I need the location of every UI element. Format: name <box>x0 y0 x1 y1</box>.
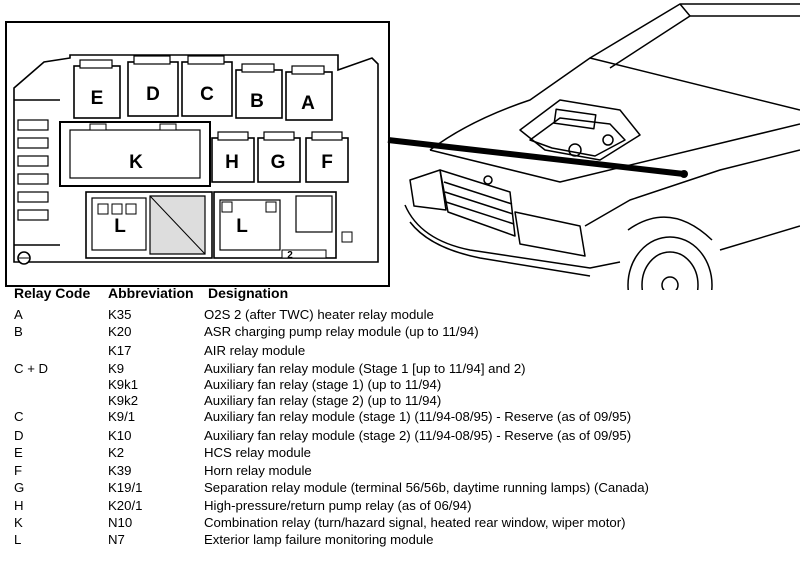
designation: Separation relay module (terminal 56/56b… <box>204 480 649 495</box>
car-illustration <box>404 3 800 290</box>
relay-code: C <box>14 409 24 424</box>
relay-code: D <box>14 428 24 443</box>
designation: ASR charging pump relay module (up to 11… <box>204 324 479 339</box>
legend-row: D K10 Auxiliary fan relay module (stage … <box>0 427 800 444</box>
abbreviation: K9k1 <box>108 377 139 392</box>
abbreviation: K9 <box>108 361 125 376</box>
designation: Auxiliary fan relay (stage 1) (up to 11/… <box>204 377 442 392</box>
header-abbreviation: Abbreviation <box>108 285 194 301</box>
relay-A <box>285 65 333 121</box>
legend-row: C K9/1 Auxiliary fan relay module (stage… <box>0 408 800 425</box>
relay-box <box>13 54 379 263</box>
relay-E <box>73 59 121 119</box>
label-L-left: L <box>114 216 126 237</box>
legend-row: C + D K9 Auxiliary fan relay module (Sta… <box>0 360 800 377</box>
relay-L-left <box>85 191 213 259</box>
relay-L-right <box>213 191 337 259</box>
designation: Auxiliary fan relay module (stage 2) (11… <box>204 428 632 443</box>
relay-K <box>59 121 211 187</box>
abbreviation: K2 <box>108 445 125 460</box>
header-relay-code: Relay Code <box>14 285 91 301</box>
abbreviation: K39 <box>108 463 132 478</box>
relay-D <box>127 55 179 117</box>
abbreviation: N7 <box>108 532 125 547</box>
label-L-right: L <box>236 216 248 237</box>
abbreviation: K10 <box>108 428 132 443</box>
abbreviation: K20/1 <box>108 498 143 513</box>
legend-row: K9k2 Auxiliary fan relay (stage 2) (up t… <box>0 392 800 409</box>
designation: AIR relay module <box>204 343 306 358</box>
relay-G <box>257 131 301 183</box>
designation: O2S 2 (after TWC) heater relay module <box>204 307 434 322</box>
relay-code: E <box>14 445 23 460</box>
abbreviation: K20 <box>108 324 132 339</box>
legend-row: H K20/1 High-pressure/return pump relay … <box>0 497 800 514</box>
legend-row: G K19/1 Separation relay module (termina… <box>0 479 800 496</box>
legend-row: K N10 Combination relay (turn/hazard sig… <box>0 514 800 531</box>
relay-code: H <box>14 498 24 513</box>
label-K: K <box>129 152 143 173</box>
label-2: 2 <box>287 250 293 261</box>
pointer-line <box>387 137 685 177</box>
label-C: C <box>200 84 214 105</box>
label-H: H <box>225 152 239 173</box>
relay-code: F <box>14 463 23 478</box>
fuse-marker <box>341 231 353 243</box>
label-G: G <box>271 152 286 173</box>
label-D: D <box>146 84 160 105</box>
abbreviation: K9k2 <box>108 393 139 408</box>
designation: High-pressure/return pump relay (as of 0… <box>204 498 472 513</box>
legend-row: F K39 Horn relay module <box>0 462 800 479</box>
designation: Auxiliary fan relay (stage 2) (up to 11/… <box>204 393 442 408</box>
label-A: A <box>301 93 315 114</box>
abbreviation: K17 <box>108 343 132 358</box>
relay-B <box>235 63 283 119</box>
relay-C <box>181 55 233 117</box>
designation: Exterior lamp failure monitoring module <box>204 532 434 547</box>
legend-row: E K2 HCS relay module <box>0 444 800 461</box>
legend-row: L N7 Exterior lamp failure monitoring mo… <box>0 531 800 548</box>
designation: Auxiliary fan relay module (stage 1) (11… <box>204 409 632 424</box>
relay-box-diagram: E D C B A K H G F L L 2 <box>5 3 800 290</box>
designation: Horn relay module <box>204 463 312 478</box>
relay-legend: Relay Code Abbreviation Designation A K3… <box>0 282 800 563</box>
relay-code: C + D <box>14 361 49 376</box>
legend-row: K17 AIR relay module <box>0 342 800 359</box>
designation: HCS relay module <box>204 445 312 460</box>
label-F: F <box>321 152 333 173</box>
relay-code: A <box>14 307 23 322</box>
label-E: E <box>91 88 104 109</box>
abbreviation: K19/1 <box>108 480 143 495</box>
relay-code: K <box>14 515 23 530</box>
side-ribs <box>17 119 49 221</box>
relay-H <box>211 131 255 183</box>
legend-row: K9k1 Auxiliary fan relay (stage 1) (up t… <box>0 376 800 393</box>
relay-code: G <box>14 480 25 495</box>
abbreviation: K35 <box>108 307 132 322</box>
designation: Auxiliary fan relay module (Stage 1 [up … <box>204 361 526 376</box>
legend-row: A K35 O2S 2 (after TWC) heater relay mod… <box>0 306 800 323</box>
header-designation: Designation <box>208 285 289 301</box>
relay-code: B <box>14 324 23 339</box>
legend-row: B K20 ASR charging pump relay module (up… <box>0 323 800 340</box>
abbreviation: K9/1 <box>108 409 136 424</box>
designation: Combination relay (turn/hazard signal, h… <box>204 515 626 530</box>
label-B: B <box>250 91 264 112</box>
abbreviation: N10 <box>108 515 133 530</box>
relay-F <box>305 131 349 183</box>
relay-code: L <box>14 532 22 547</box>
